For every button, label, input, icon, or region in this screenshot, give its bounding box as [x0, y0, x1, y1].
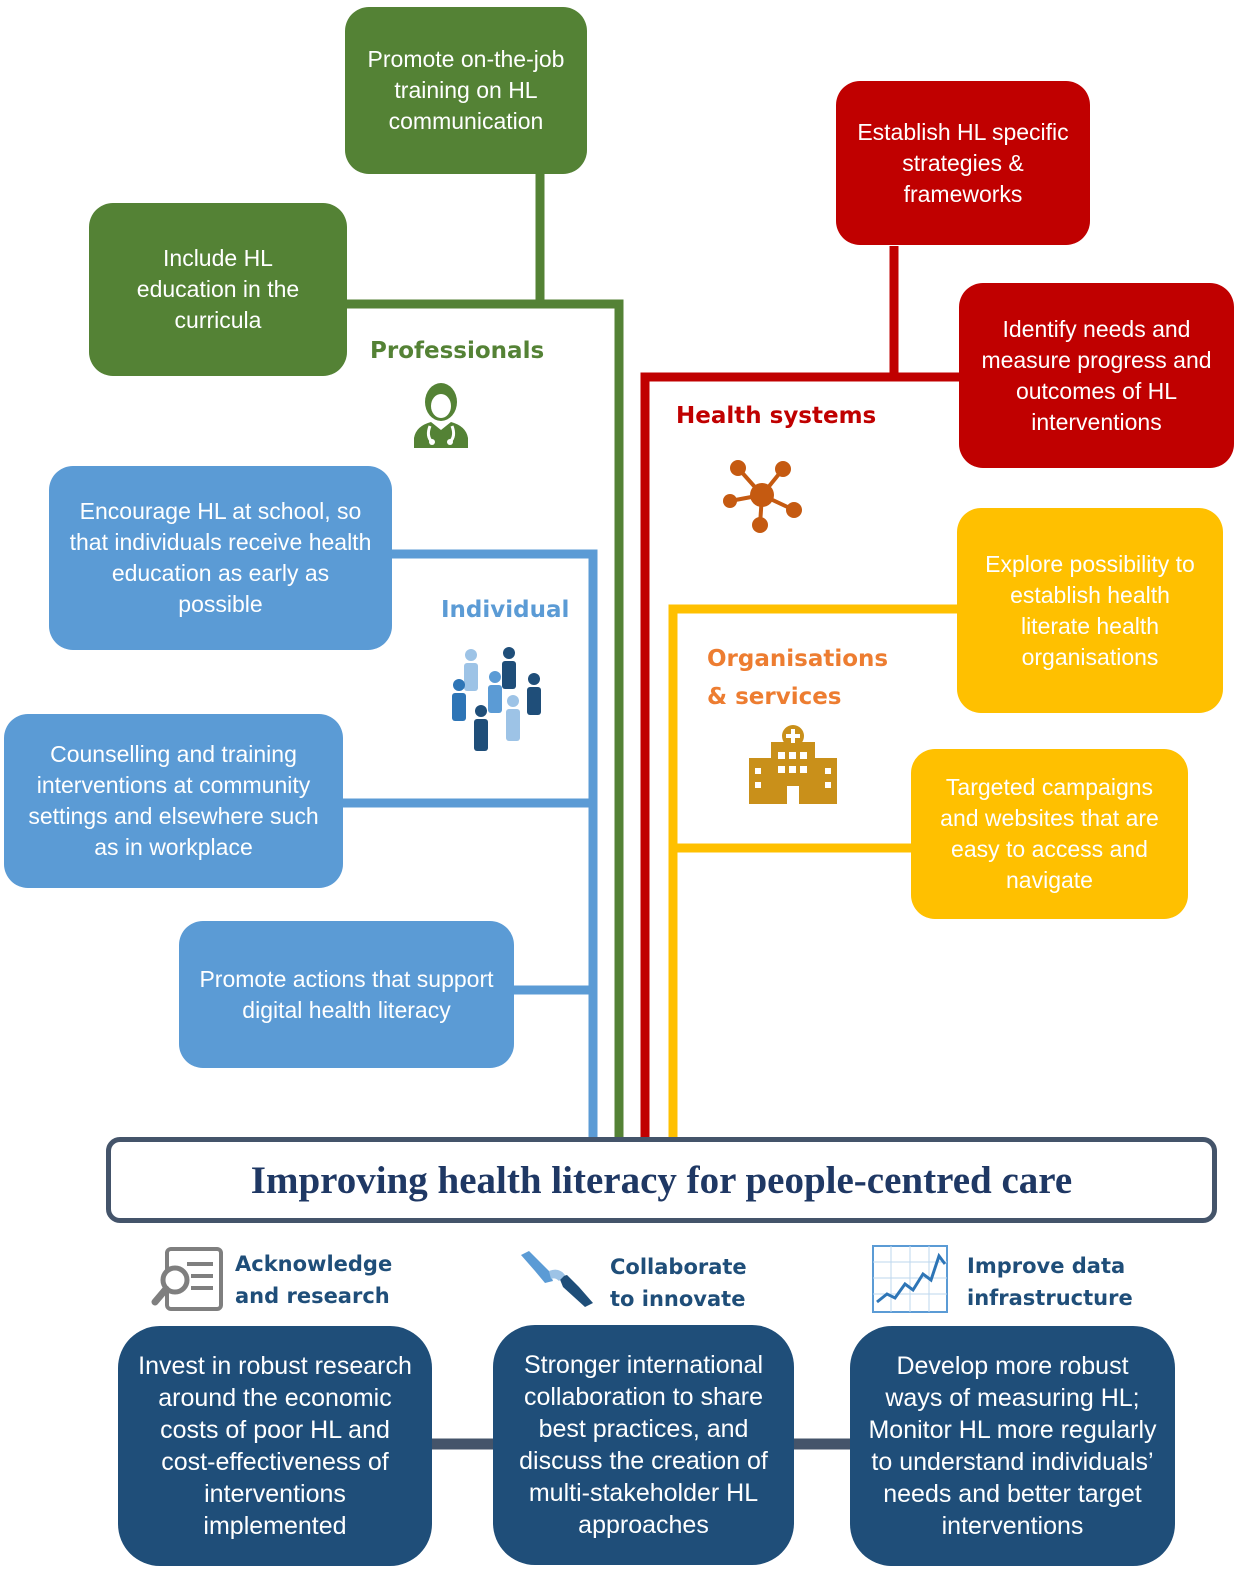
handshake-icon [521, 1251, 593, 1307]
individual-box-counselling: Counselling and training interventions a… [4, 714, 343, 888]
hospital-icon [749, 725, 837, 804]
health-systems-box-measure-progress: Identify needs and measure progress and … [959, 283, 1234, 468]
professionals-trunk-line [535, 172, 624, 1138]
individual-box-school: Encourage HL at school, so that individu… [49, 466, 392, 650]
pillar-label-data: Improve data infrastructure [967, 1254, 1133, 1310]
professionals-box-curricula: Include HL education in the curricula [89, 203, 347, 376]
health-systems-trunk-line [640, 372, 960, 1138]
pillar-box-research: Invest in robust research around the eco… [118, 1326, 432, 1566]
individual-box-digital-literacy: Promote actions that support digital hea… [179, 921, 514, 1068]
organisations-trunk-line [668, 604, 958, 1138]
line-chart-icon [872, 1245, 948, 1313]
center-title-box: Improving health literacy for people-cen… [106, 1137, 1217, 1223]
doctor-icon [414, 383, 468, 448]
professionals-box-on-the-job-training: Promote on-the-job training on HL commun… [345, 7, 587, 174]
research-document-icon [151, 1247, 223, 1311]
individual-trunk-line [391, 549, 598, 1138]
organisations-box-campaigns: Targeted campaigns and websites that are… [911, 749, 1188, 919]
individual-label: Individual [441, 597, 570, 623]
pillar-label-acknowledge: Acknowledge and research [235, 1252, 393, 1308]
network-icon [723, 460, 802, 533]
people-icon [452, 647, 541, 751]
health-systems-box-strategies: Establish HL specific strategies & frame… [836, 81, 1090, 245]
pillar-box-data: Develop more robust ways of measuring HL… [850, 1326, 1175, 1566]
organisations-label: Organisations & services [707, 646, 889, 710]
health-systems-label: Health systems [676, 403, 877, 429]
center-title: Improving health literacy for people-cen… [250, 1158, 1073, 1202]
professionals-label: Professionals [370, 338, 545, 364]
organisations-box-health-literate-orgs: Explore possibility to establish health … [957, 508, 1223, 713]
pillar-label-collaborate: Collaborate to innovate [610, 1255, 747, 1311]
pillar-box-collaboration: Stronger international collaboration to … [493, 1325, 794, 1565]
